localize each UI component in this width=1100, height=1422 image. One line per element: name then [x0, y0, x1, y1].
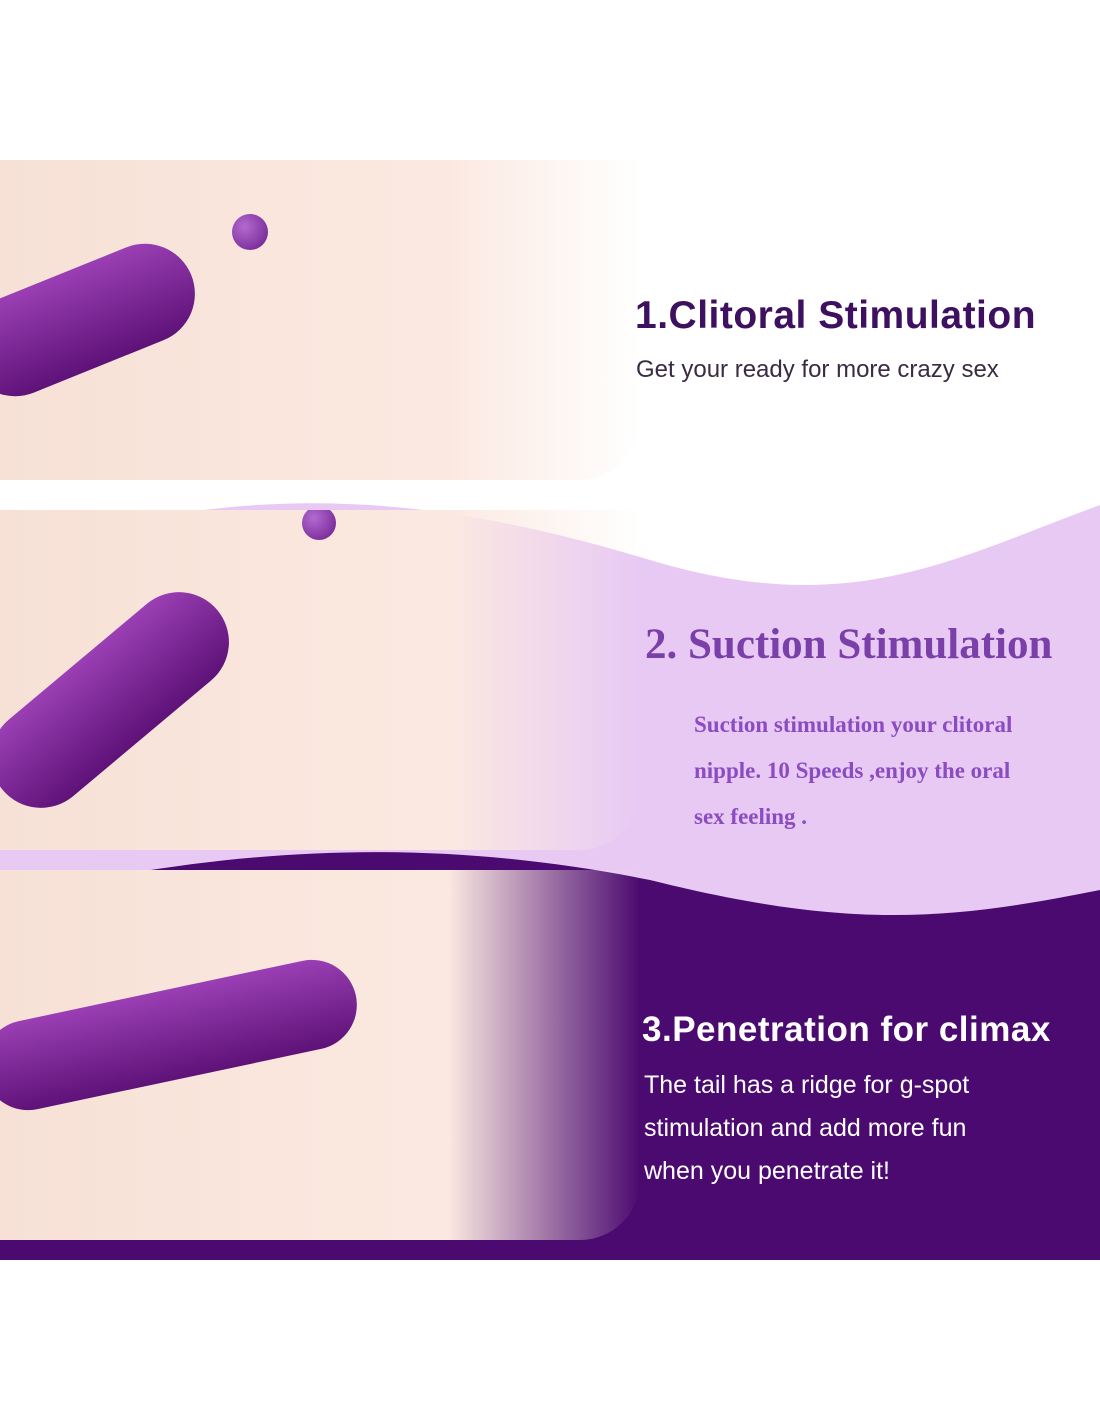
body-line: Suction stimulation your clitoral — [694, 712, 1013, 737]
body-line: nipple. 10 Speeds ,enjoy the oral — [694, 758, 1011, 783]
section-2-title: 2. Suction Stimulation — [645, 621, 1053, 668]
section-1-title: 1.Clitoral Stimulation — [635, 294, 1037, 337]
body-line: sex feeling . — [694, 804, 808, 829]
section-3-title: 3.Penetration for climax — [642, 1010, 1051, 1049]
section-3-body: The tail has a ridge for g-spot stimulat… — [644, 1064, 969, 1193]
body-line: The tail has a ridge for g-spot — [644, 1071, 970, 1099]
body-line: when you penetrate it! — [644, 1157, 890, 1185]
illustration-penetration — [0, 870, 640, 1240]
section-1-body: Get your ready for more crazy sex — [636, 356, 999, 383]
illustration-suction — [0, 510, 640, 850]
body-line: stimulation and add more fun — [644, 1114, 967, 1142]
illustration-clitoral — [0, 160, 640, 480]
section-2-body: Suction stimulation your clitoral nipple… — [694, 702, 1012, 840]
